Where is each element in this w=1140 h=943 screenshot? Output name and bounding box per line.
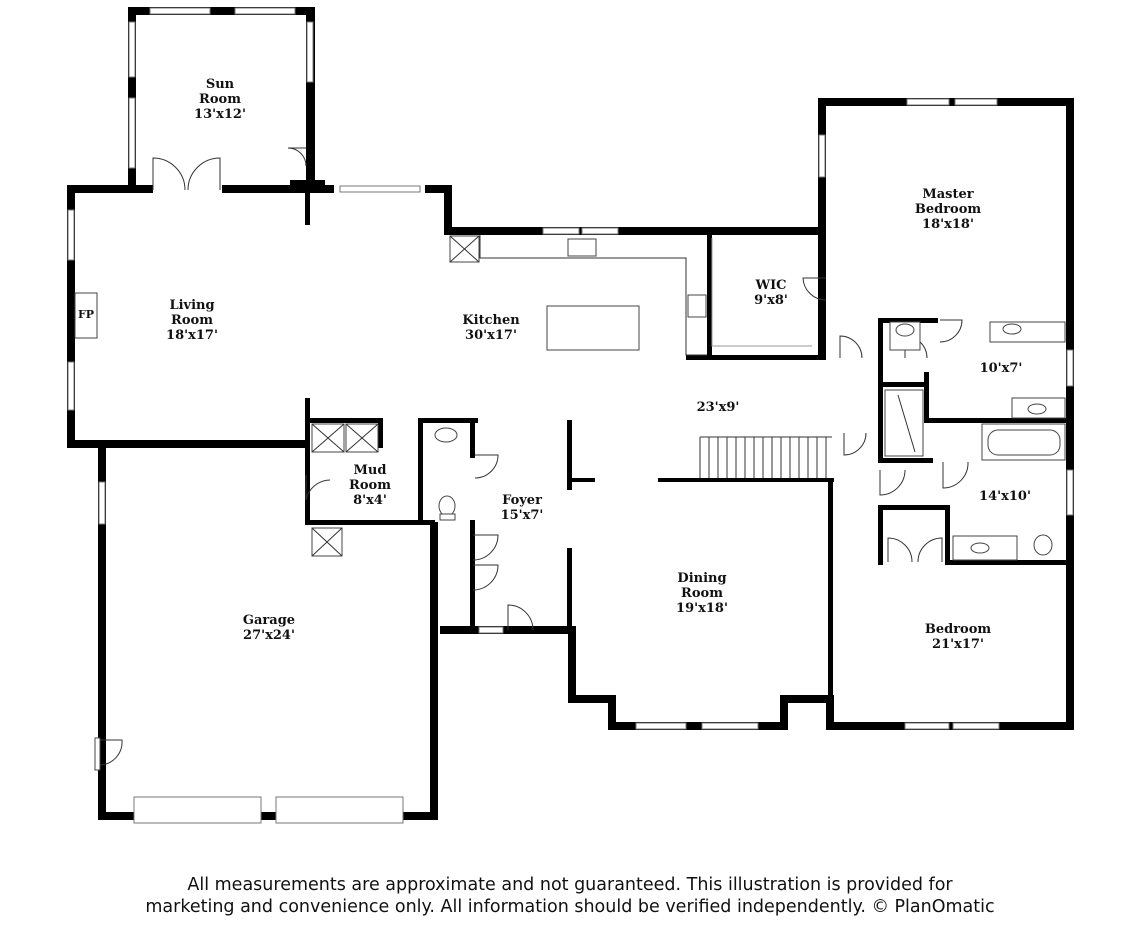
doors bbox=[94, 147, 969, 771]
fireplace-box bbox=[74, 292, 98, 339]
fixtures bbox=[74, 235, 1066, 561]
disclaimer-line-2: marketing and convenience only. All info… bbox=[145, 897, 995, 917]
disclaimer: All measurements are approximate and not… bbox=[0, 874, 1140, 918]
disclaimer-line-1: All measurements are approximate and not… bbox=[187, 875, 953, 895]
master-bath-label: 10'x7' bbox=[980, 361, 1023, 376]
hall-label: 23'x9' bbox=[697, 400, 740, 415]
stairs bbox=[699, 436, 832, 478]
bath-2-label: 14'x10' bbox=[979, 489, 1031, 504]
windows bbox=[67, 7, 1074, 824]
kitchen-island bbox=[546, 305, 640, 351]
fireplace-label: FP bbox=[78, 308, 94, 321]
interior-walls bbox=[290, 180, 1074, 700]
